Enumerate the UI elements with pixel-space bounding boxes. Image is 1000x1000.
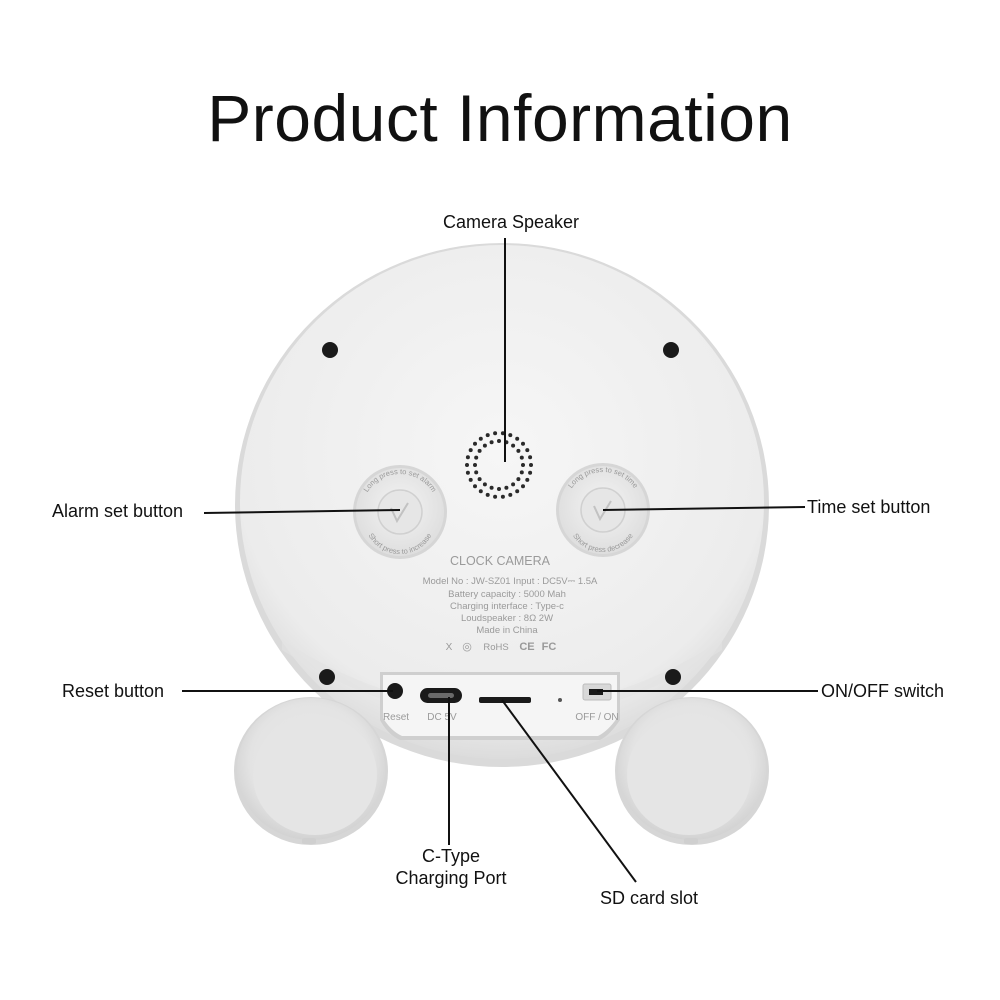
device-name: CLOCK CAMERA (450, 554, 551, 568)
switch-port-label: OFF / ON (575, 712, 618, 723)
c-type-label-line1: C-Type (422, 846, 480, 866)
speaker-hole (511, 482, 516, 487)
camera-speaker-label: Camera Speaker (443, 212, 579, 232)
speaker-hole (515, 436, 520, 441)
reset-button[interactable] (387, 683, 403, 699)
device-origin: Made in China (476, 625, 538, 636)
speaker-hole (468, 477, 473, 482)
speaker-hole (474, 470, 479, 475)
speaker-hole (482, 443, 487, 448)
speaker-hole (473, 463, 477, 467)
speaker-hole (528, 455, 533, 460)
speaker-hole (489, 485, 494, 490)
alarm-set-button[interactable]: Long press to set alarm Short press to i… (353, 465, 447, 559)
sd-card-slot[interactable] (479, 697, 531, 703)
speaker-hole (521, 484, 525, 489)
speaker-hole (485, 433, 490, 438)
speaker-hole (516, 448, 521, 453)
speaker-hole (511, 443, 516, 448)
screw-hole-icon (663, 342, 679, 358)
speaker-hole (500, 494, 505, 499)
device-loudspeaker: Loudspeaker : 8Ω 2W (461, 613, 553, 624)
ce-mark: CE (519, 641, 534, 653)
speaker-hole (473, 441, 477, 446)
speaker-hole (519, 470, 524, 475)
speaker-hole (482, 482, 487, 487)
certification-mark-icon: ◎ (462, 641, 472, 653)
speaker-hole (516, 477, 521, 482)
screw-hole-icon (665, 669, 681, 685)
speaker-hole (493, 431, 498, 436)
time-set-button-label: Time set button (807, 497, 930, 517)
device-model: Model No : JW-SZ01 Input : DC5V⎓ 1.5A (423, 576, 598, 587)
dc-port-label: DC 5V (427, 712, 457, 723)
port-panel (380, 672, 620, 740)
screw-hole-icon (322, 342, 338, 358)
speaker-hole (489, 440, 494, 445)
speaker-hole (500, 431, 505, 436)
speaker-hole (525, 477, 530, 482)
speaker-hole (485, 492, 490, 497)
sd-card-slot-label: SD card slot (600, 888, 698, 908)
speaker-hole (468, 448, 473, 453)
weee-mark-icon: X (446, 642, 453, 653)
fcc-mark: FC (542, 641, 557, 653)
rohs-mark: RoHS (483, 642, 508, 653)
speaker-hole (519, 455, 524, 460)
speaker-hole (465, 463, 469, 467)
speaker-hole (508, 492, 513, 497)
alarm-button-leader (203, 509, 401, 514)
speaker-hole (474, 455, 479, 460)
speaker-hole (529, 463, 533, 467)
speaker-hole (473, 484, 477, 489)
speaker-hole (521, 463, 525, 467)
sd-card-leader (501, 699, 637, 883)
speaker-hole (508, 433, 513, 438)
right-foot (615, 697, 769, 845)
speaker-hole (465, 455, 470, 460)
speaker-hole (504, 485, 509, 490)
device-charging: Charging interface : Type-c (450, 601, 564, 612)
c-type-label-line2: Charging Port (395, 868, 506, 888)
speaker-hole (465, 470, 470, 475)
speaker-hole (493, 494, 498, 499)
speaker-grille-icon (465, 431, 533, 499)
reset-button-label: Reset button (62, 681, 164, 701)
speaker-hole (477, 477, 482, 482)
speaker-hole (478, 489, 483, 494)
speaker-hole (528, 470, 533, 475)
speaker-hole (515, 489, 520, 494)
left-foot (234, 697, 388, 845)
time-button-leader (602, 506, 806, 511)
speaker-hole (478, 436, 483, 441)
speaker-hole (521, 441, 525, 446)
on-off-switch-label: ON/OFF switch (821, 681, 944, 701)
clock-body (235, 243, 769, 767)
device-battery: Battery capacity : 5000 Mah (448, 589, 566, 600)
speaker-hole (525, 448, 530, 453)
speaker-hole (497, 487, 501, 491)
page-title: Product Information (207, 81, 793, 155)
reset-port-label: Reset (383, 712, 409, 723)
indicator-led-icon (558, 698, 562, 702)
screw-hole-icon (319, 669, 335, 685)
device-label: CLOCK CAMERA Model No : JW-SZ01 Input : … (423, 554, 598, 653)
speaker-hole (497, 439, 501, 443)
alarm-set-button-label: Alarm set button (52, 501, 183, 521)
speaker-hole (477, 448, 482, 453)
